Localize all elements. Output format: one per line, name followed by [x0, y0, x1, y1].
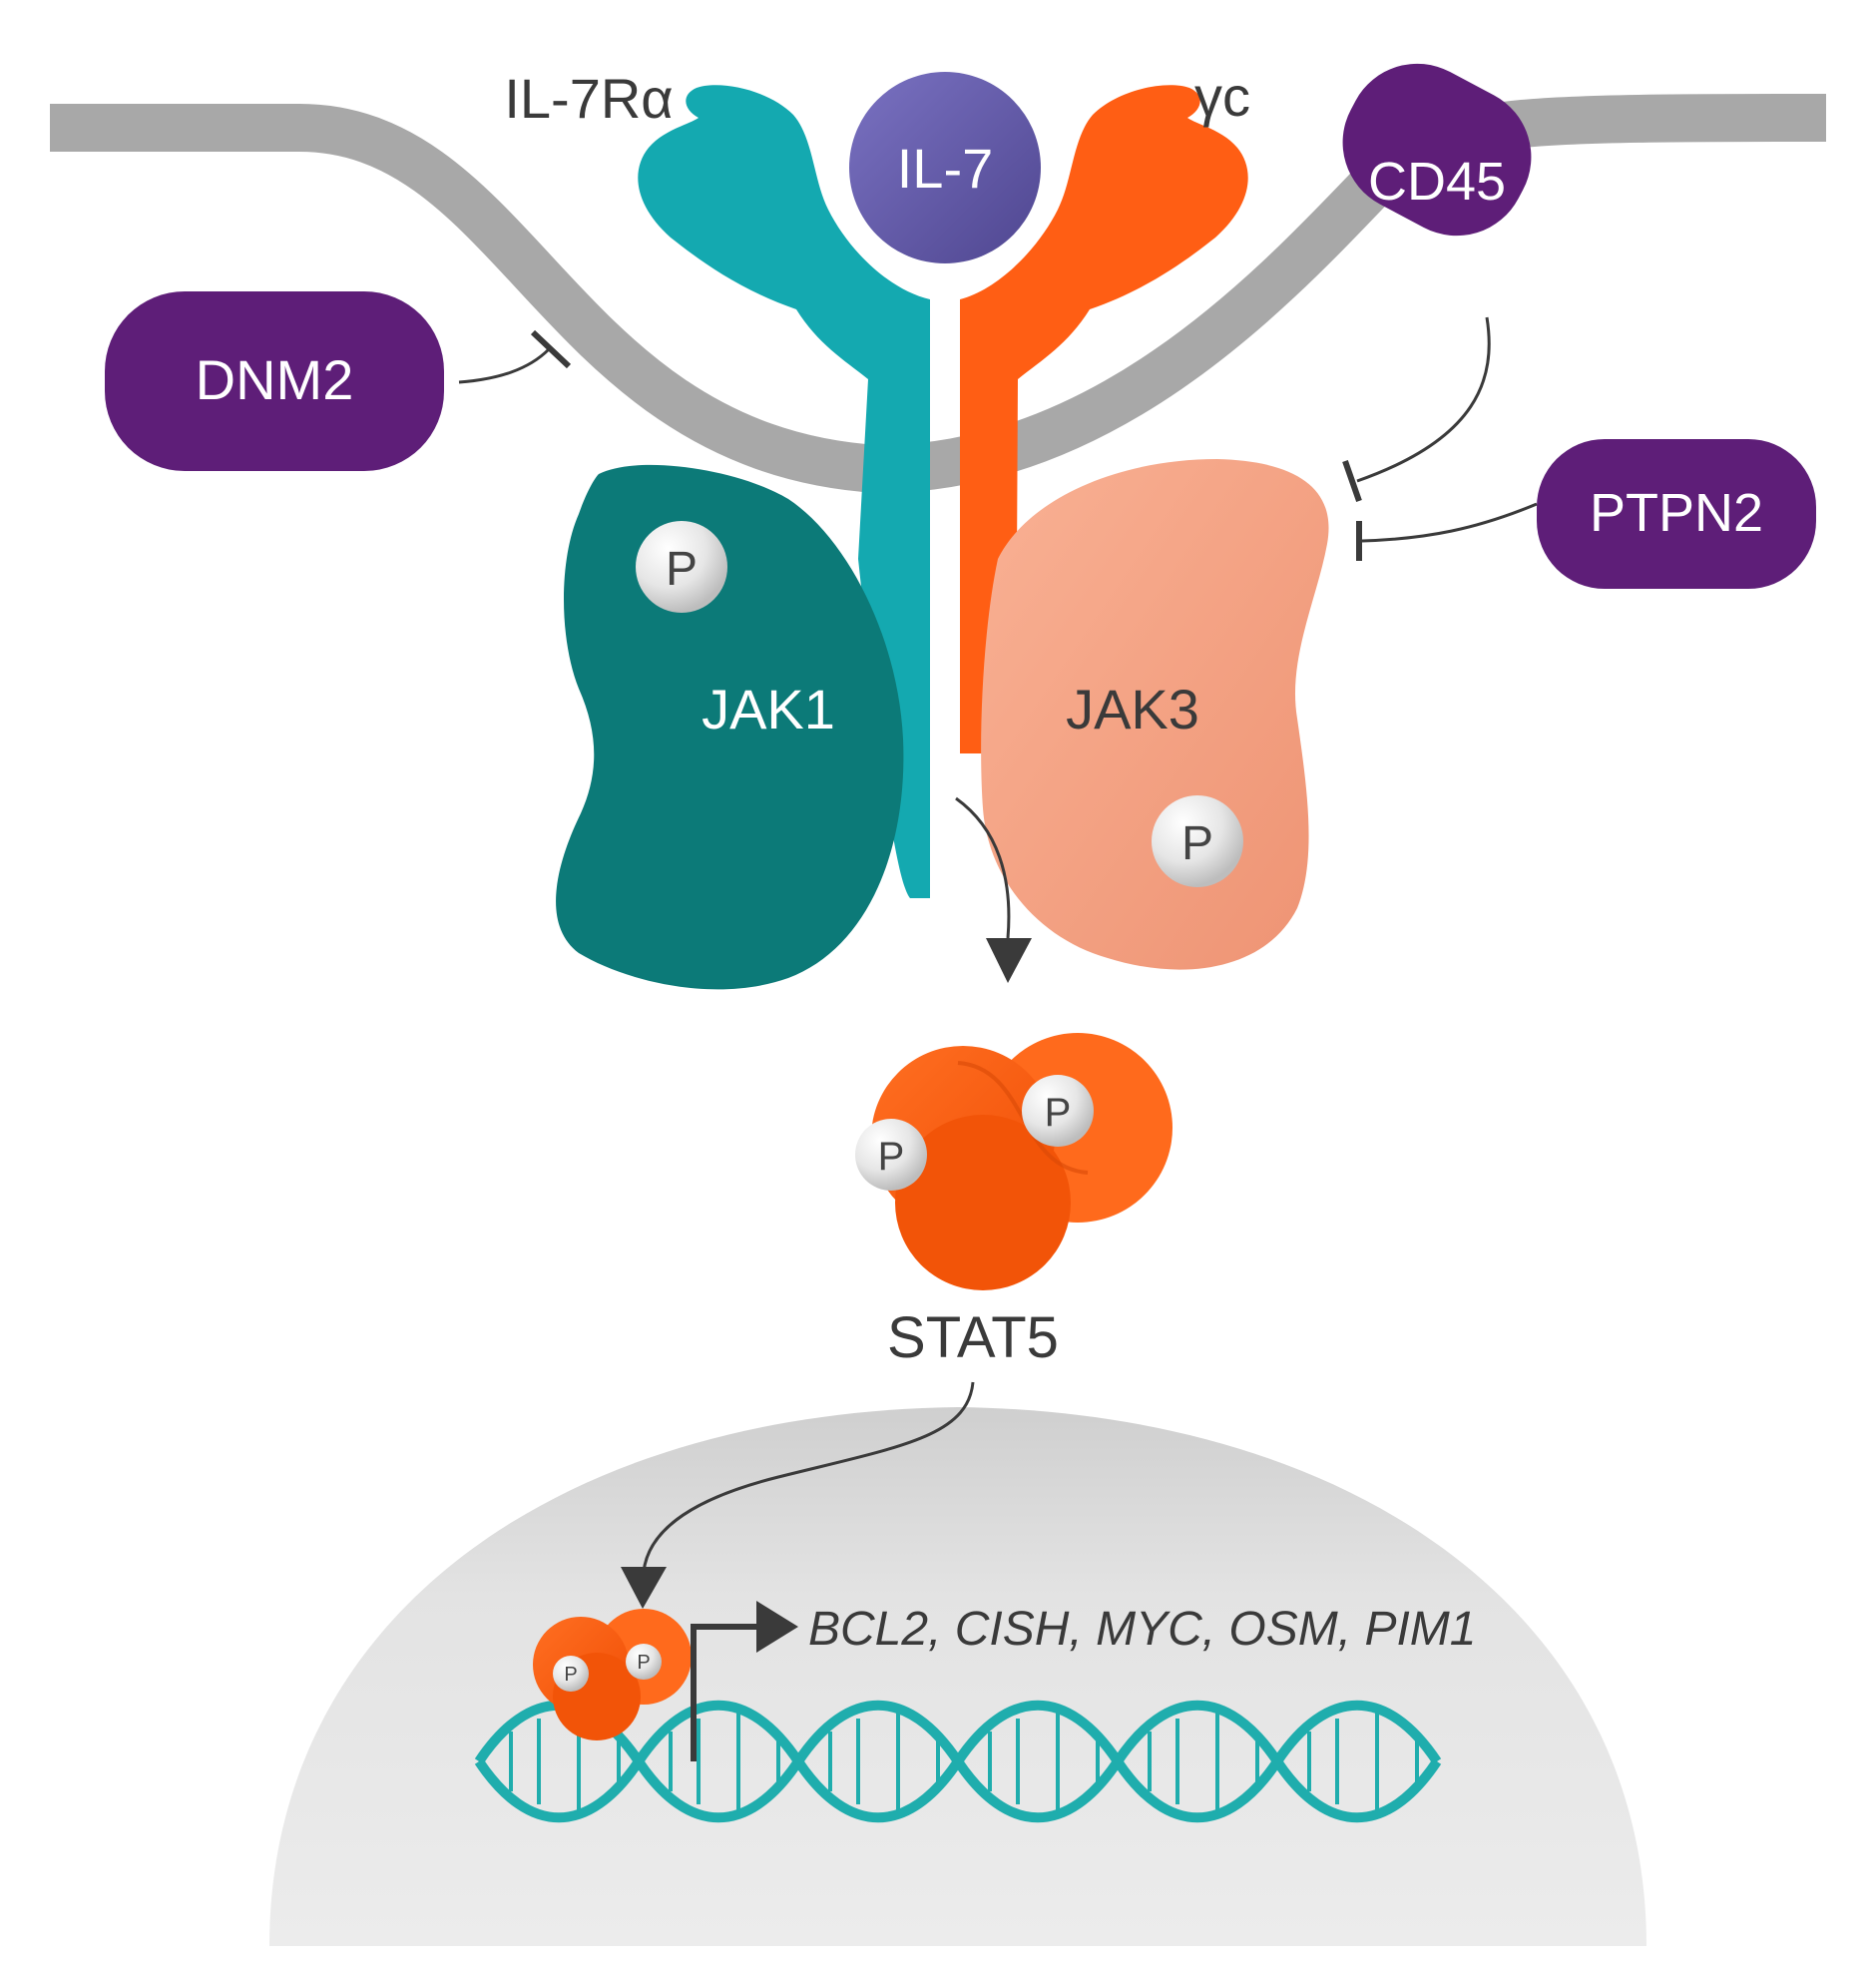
ptpn2-inhibition [1356, 502, 1538, 561]
ptpn2-label: PTPN2 [1590, 483, 1763, 543]
jak3-label: JAK3 [1066, 678, 1199, 741]
target-genes-label: BCL2, CISH, MYC, OSM, PIM1 [808, 1603, 1476, 1656]
stat5-dna-bound: P P [533, 1609, 692, 1740]
stat5-phospho-2: P [1022, 1075, 1094, 1147]
stat5-to-nucleus-arrow [621, 1381, 975, 1609]
phospho-label: P [1045, 1091, 1072, 1135]
phospho-label: P [878, 1135, 905, 1179]
cd45-protein: CD45 [1342, 63, 1532, 237]
inhibition-bar-icon [1342, 460, 1362, 502]
bent-arrow-icon [691, 1601, 798, 1761]
dnm2-inhibition [458, 329, 572, 384]
phospho-label: P [564, 1664, 577, 1686]
jak3-phospho: P [1152, 795, 1243, 887]
nucleus [269, 1407, 1646, 1946]
jak-to-stat5-arrow [955, 796, 1032, 983]
dna-stat5-phospho-1: P [553, 1656, 589, 1692]
dna-stat5-phospho-2: P [626, 1644, 662, 1680]
il7ra-label: IL-7Rα [504, 67, 673, 130]
dna-helix [474, 1700, 1442, 1823]
arrow-icon [986, 938, 1032, 983]
stat5-label: STAT5 [887, 1305, 1059, 1370]
dnm2-label: DNM2 [196, 348, 354, 411]
il7-ligand: IL-7 [835, 58, 1055, 277]
il7-label: IL-7 [897, 137, 994, 200]
gamma-chain-receptor [960, 85, 1248, 754]
inhibition-bar-icon [530, 329, 572, 369]
stat5-dimer: P P [855, 1033, 1172, 1290]
jak1-phospho: P [636, 521, 727, 613]
stat5-phospho-1: P [855, 1119, 927, 1191]
phospho-label: P [1181, 817, 1213, 870]
il7ra-receptor [638, 85, 930, 899]
jak3-kinase: JAK3 [981, 459, 1329, 970]
cd45-label: CD45 [1368, 152, 1506, 212]
jak1-label: JAK1 [702, 678, 835, 741]
arrow-icon [621, 1567, 667, 1609]
phospho-label: P [637, 1652, 650, 1674]
cd45-inhibition [1342, 316, 1491, 502]
dna-helix-icon [474, 1700, 1442, 1823]
ptpn2-protein: PTPN2 [1537, 439, 1816, 589]
phospho-label: P [666, 543, 698, 596]
dnm2-protein: DNM2 [105, 291, 444, 471]
gamma-chain-label: γc [1194, 65, 1250, 128]
jak1-kinase: JAK1 [556, 464, 904, 990]
